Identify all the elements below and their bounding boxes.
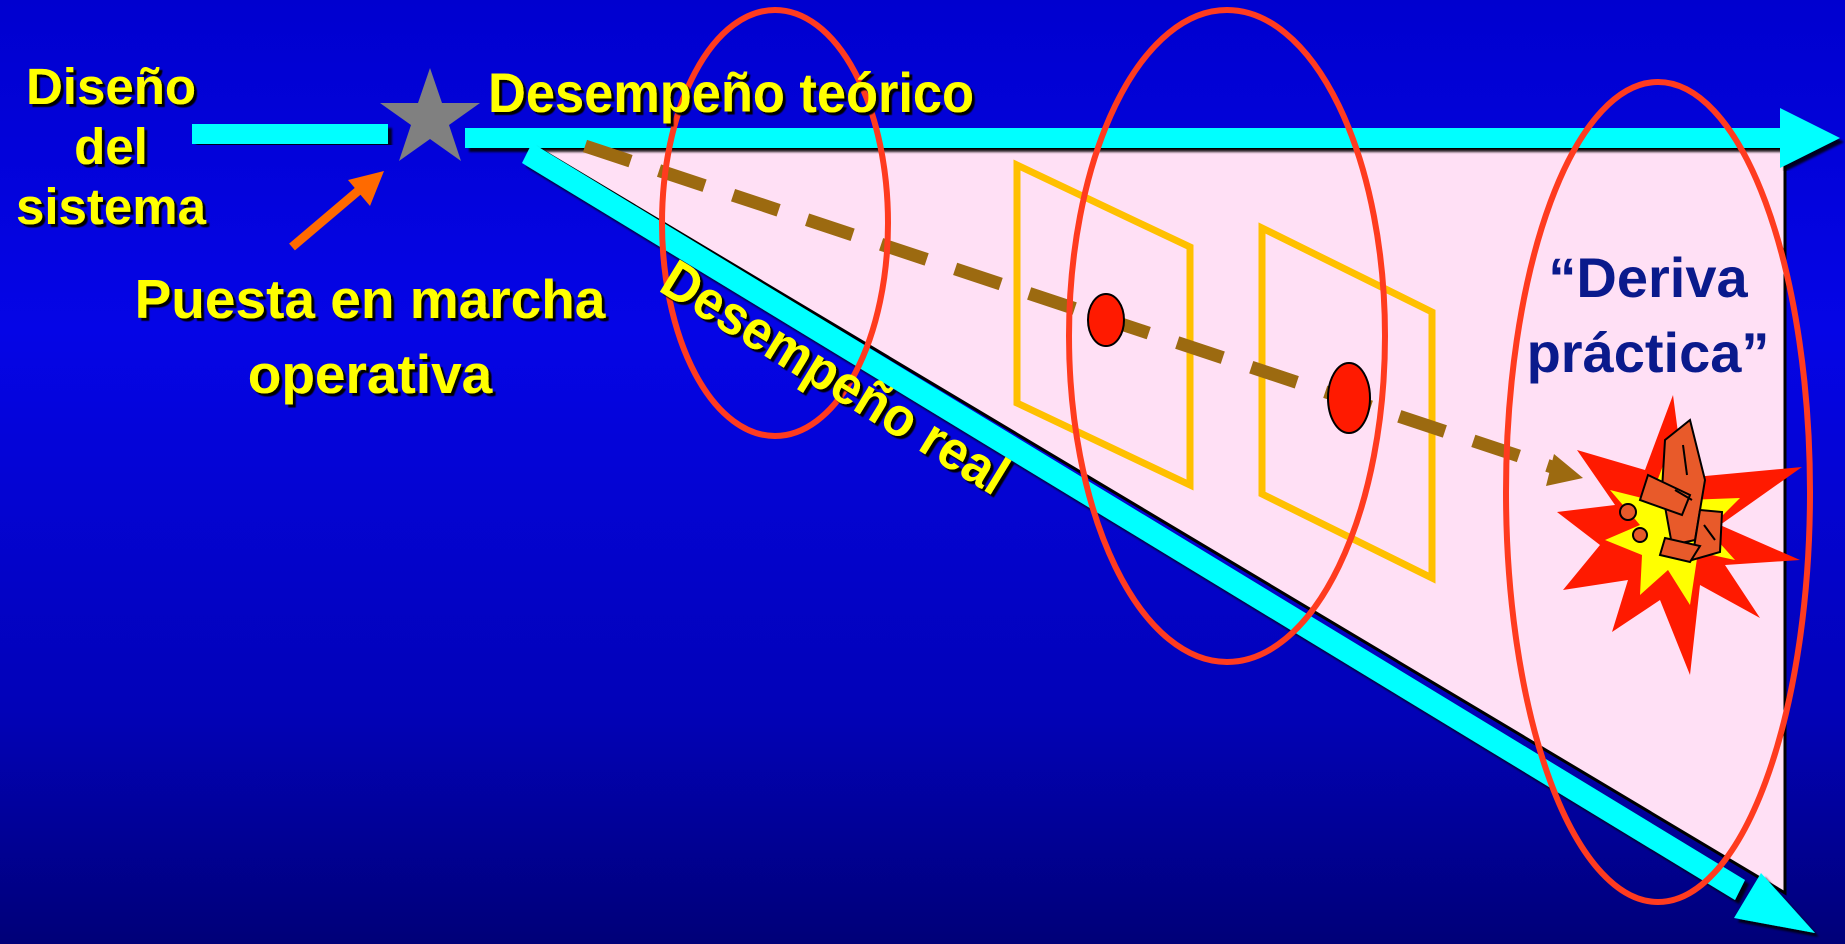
highlight-ellipse-3 bbox=[1503, 79, 1813, 905]
real-performance-arrow bbox=[522, 143, 1815, 933]
design-label-line2: del bbox=[74, 118, 148, 175]
drift-trajectory-head bbox=[1546, 454, 1583, 486]
incident-dot-1 bbox=[1087, 293, 1125, 347]
drift-label-line2: práctica” bbox=[1527, 321, 1770, 384]
commissioning-label-line1: Puesta en marcha bbox=[135, 268, 606, 330]
theoretical-performance-label: Desempeño teórico bbox=[488, 61, 974, 124]
drift-label-line1: “Deriva bbox=[1548, 246, 1748, 309]
star-icon bbox=[380, 68, 480, 161]
highlight-ellipse-2 bbox=[1066, 7, 1388, 665]
design-line bbox=[192, 124, 388, 144]
highlight-ellipse-1 bbox=[659, 7, 891, 439]
safety-frame-1 bbox=[1013, 159, 1194, 491]
theoretical-performance-arrow bbox=[465, 108, 1840, 168]
incident-dot-2 bbox=[1327, 362, 1371, 434]
design-label-line3: sistema bbox=[16, 178, 207, 235]
commissioning-label-line2: operativa bbox=[248, 343, 493, 405]
design-label-line1: Diseño bbox=[26, 58, 196, 115]
safety-frame-2 bbox=[1258, 222, 1436, 584]
arrow-icon bbox=[289, 171, 384, 251]
explosion-plane-icon bbox=[1557, 395, 1802, 675]
